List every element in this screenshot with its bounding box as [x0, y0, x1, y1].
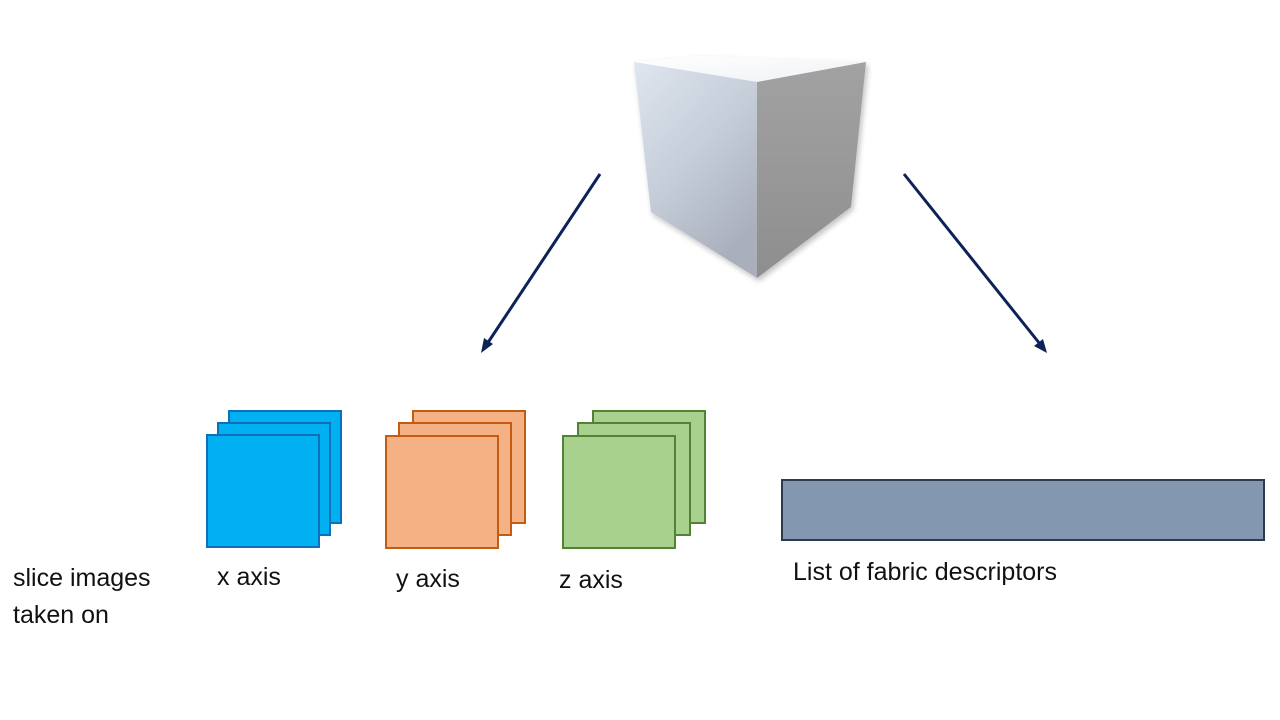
slice-front	[562, 435, 676, 549]
descriptors-label: List of fabric descriptors	[793, 558, 1057, 586]
cube-side-face	[757, 62, 866, 278]
cube-top-face-upper	[634, 56, 866, 82]
descriptor-bar	[781, 479, 1265, 541]
slice-front	[206, 434, 320, 548]
arrow-right	[902, 173, 1047, 353]
slice-caption: slice images taken on	[13, 564, 151, 629]
cube-front-face	[634, 62, 757, 278]
z-axis-label: z axis	[559, 566, 623, 594]
arrow-left	[481, 173, 602, 353]
cube-icon	[634, 56, 866, 278]
slice-front	[385, 435, 499, 549]
x-axis-label: x axis	[217, 563, 281, 591]
y-axis-label: y axis	[396, 565, 460, 593]
